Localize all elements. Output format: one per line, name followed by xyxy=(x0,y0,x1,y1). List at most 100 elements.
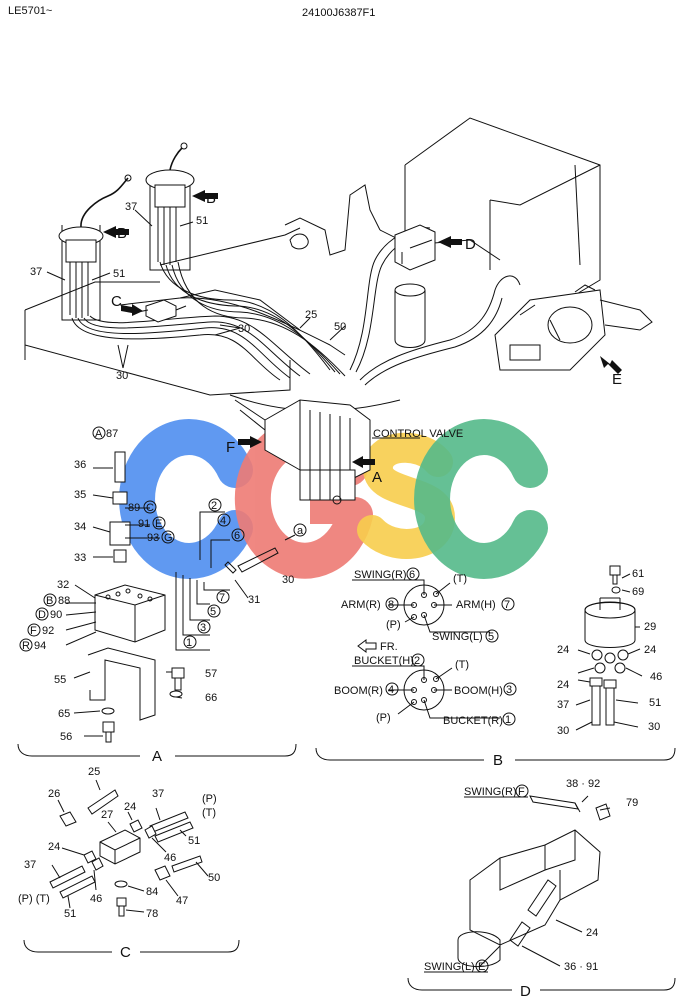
label-f: F xyxy=(226,439,235,456)
arrow-a xyxy=(352,456,375,468)
pilot-valve-left xyxy=(58,174,132,321)
engine-box-outline xyxy=(404,117,601,311)
label-swing-l-d: SWING(L) xyxy=(424,961,475,973)
circled-E-d: E xyxy=(478,961,485,973)
part-46-fitting-left xyxy=(91,857,104,871)
part-34: 34 xyxy=(74,521,86,533)
part-61-screw xyxy=(609,565,621,585)
junction-block-c xyxy=(137,299,187,323)
boom-bracket xyxy=(284,184,381,256)
swing-motor-flange xyxy=(457,931,501,967)
circled-2-b: 2 xyxy=(414,655,420,667)
label-51-upper: 51 xyxy=(196,215,208,227)
circled-4: 4 xyxy=(220,515,226,527)
part-37-51-fittings xyxy=(589,677,617,689)
label-boom-h: BOOM(H) xyxy=(454,685,503,697)
part-27-c: 27 xyxy=(101,809,113,821)
part-90: 90 xyxy=(50,609,62,621)
label-25: 25 xyxy=(305,309,317,321)
arrow-e xyxy=(600,356,622,374)
part-24-c-top: 24 xyxy=(124,801,136,813)
label-b-upper: B xyxy=(206,190,216,207)
part-61: 61 xyxy=(632,568,644,580)
label-boom-r: BOOM(R) xyxy=(334,685,383,697)
frame-top-left xyxy=(24,281,160,311)
part-51: 51 xyxy=(649,697,661,709)
part-78-c: 78 xyxy=(146,908,158,920)
part-69: 69 xyxy=(632,586,644,598)
part-25-hose xyxy=(87,789,119,815)
part-66: 66 xyxy=(205,692,217,704)
label-t-upper: (T) xyxy=(453,573,467,585)
part-30: 30 xyxy=(282,574,294,586)
part-30-hose xyxy=(237,547,279,573)
detail-a-caption: A xyxy=(152,748,162,765)
part-37: 37 xyxy=(557,699,569,711)
label-a: A xyxy=(372,469,382,486)
circled-7-b: 7 xyxy=(504,599,510,611)
header-center: 24100J6387F1 xyxy=(302,7,375,19)
part-24-fitting-a xyxy=(591,649,603,661)
part-79: 79 xyxy=(626,797,638,809)
main-view: B B C D E F A 37 51 37 51 30 30 25 50 CO… xyxy=(24,117,653,505)
part-24-fitting-c xyxy=(594,662,606,674)
part-30-a: 30 xyxy=(557,725,569,737)
label-b-lower: B xyxy=(117,225,127,242)
swing-column-top xyxy=(394,283,426,297)
part-31: 31 xyxy=(248,594,260,606)
label-control-valve: CONTROL VALVE xyxy=(373,428,463,440)
part-87: 87 xyxy=(106,428,118,440)
valve-unit-e xyxy=(494,284,653,371)
service-hoses xyxy=(229,227,521,412)
part-32-block xyxy=(94,584,166,643)
label-t-lower: (T) xyxy=(455,659,469,671)
part-25-c: 25 xyxy=(88,766,100,778)
part-46-c-left: 46 xyxy=(90,893,102,905)
part-37-c-top: 37 xyxy=(152,788,164,800)
part-89: 89 xyxy=(128,502,140,514)
label-p-c: (P) xyxy=(202,793,217,805)
part-69-clip xyxy=(611,586,621,594)
label-30-upper: 30 xyxy=(238,323,250,335)
label-bucket-h: BUCKET(H) xyxy=(354,655,414,667)
arrow-b-lower xyxy=(103,226,129,238)
detail-d: SWING(R) F 38 · 92 79 24 SWING(L) E 36 ·… xyxy=(407,778,676,1000)
part-55-bracket xyxy=(87,647,156,721)
part-26-fitting xyxy=(59,811,77,827)
circled-6: 6 xyxy=(234,530,240,542)
part-65: 65 xyxy=(58,708,70,720)
arrow-b-upper xyxy=(192,190,218,202)
header-left: LE5701~ xyxy=(8,5,52,17)
part-36: 36 xyxy=(74,459,86,471)
part-37-c-left: 37 xyxy=(24,859,36,871)
label-e: E xyxy=(612,371,622,388)
circled-R: R xyxy=(22,640,30,652)
part-55: 55 xyxy=(54,674,66,686)
circled-5: 5 xyxy=(210,606,216,618)
circled-G: G xyxy=(164,532,173,544)
part-65-washer xyxy=(101,707,115,715)
part-57-bolt xyxy=(171,667,185,691)
circled-1-b: 1 xyxy=(505,714,511,726)
label-c: C xyxy=(111,293,122,310)
circled-3-b: 3 xyxy=(506,684,512,696)
part-46-fitting-top xyxy=(144,825,157,839)
engine-box-top xyxy=(489,164,601,206)
detail-c-bracket xyxy=(23,939,240,953)
swing-column xyxy=(394,290,426,348)
part-24-swing-fitting xyxy=(527,879,557,917)
part-38-hose xyxy=(529,795,579,810)
part-24-fitting-top xyxy=(129,819,143,833)
label-37-lower: 37 xyxy=(30,266,42,278)
part-29: 29 xyxy=(644,621,656,633)
arrow-c xyxy=(121,304,143,316)
circled-4-b: 4 xyxy=(388,684,394,696)
circled-a: a xyxy=(297,525,304,537)
label-37-upper: 37 xyxy=(125,201,137,213)
part-50-c: 50 xyxy=(208,872,220,884)
part-24-c-left: 24 xyxy=(48,841,60,853)
pilot-hoses xyxy=(71,261,346,381)
circled-C: C xyxy=(146,502,154,514)
label-51-lower: 51 xyxy=(113,268,125,280)
